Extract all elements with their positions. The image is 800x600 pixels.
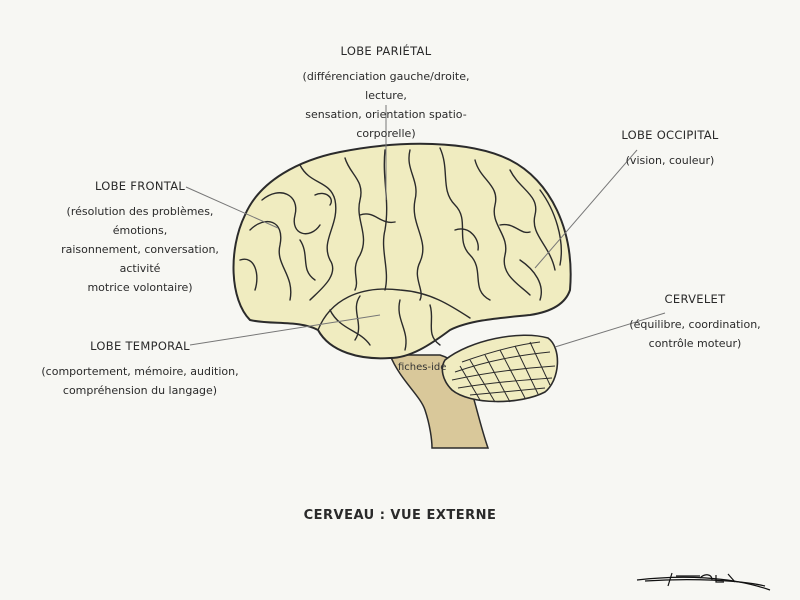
label-name: CERVELET bbox=[664, 292, 726, 306]
label-name: LOBE FRONTAL bbox=[94, 179, 186, 193]
label-desc: contrôle moteur) bbox=[648, 337, 742, 350]
label-temporal: LOBE TEMPORAL (comportement, mémoire, au… bbox=[40, 337, 240, 400]
watermark: fiches-ide bbox=[398, 362, 447, 373]
label-desc: compréhension du langage) bbox=[62, 384, 218, 397]
label-frontal: LOBE FRONTAL (résolution des problèmes, … bbox=[40, 177, 240, 297]
label-desc: (comportement, mémoire, audition, bbox=[41, 365, 239, 378]
label-desc: (vision, couleur) bbox=[625, 154, 715, 167]
label-cervelet: CERVELET (équilibre, coordination, contr… bbox=[625, 290, 765, 353]
label-name: LOBE PARIÉTAL bbox=[340, 44, 432, 58]
label-occipital: LOBE OCCIPITAL (vision, couleur) bbox=[600, 126, 740, 170]
page-title: CERVEAU : VUE EXTERNE bbox=[303, 508, 497, 523]
label-desc: raisonnement, conversation, activité bbox=[61, 243, 219, 275]
label-desc: (différenciation gauche/droite, lecture, bbox=[302, 70, 470, 102]
label-name: LOBE TEMPORAL bbox=[90, 339, 190, 353]
leader-lines bbox=[185, 105, 666, 348]
cerebrum bbox=[232, 142, 572, 360]
cerebellum bbox=[441, 334, 559, 403]
label-parietal: LOBE PARIÉTAL (différenciation gauche/dr… bbox=[286, 42, 486, 143]
label-desc: (résolution des problèmes, émotions, bbox=[66, 205, 214, 237]
label-desc: motrice volontaire) bbox=[87, 281, 193, 294]
signature bbox=[636, 572, 771, 591]
label-name: LOBE OCCIPITAL bbox=[621, 128, 719, 142]
label-desc: (équilibre, coordination, bbox=[629, 318, 761, 331]
label-desc: sensation, orientation spatio-corporelle… bbox=[305, 108, 467, 140]
